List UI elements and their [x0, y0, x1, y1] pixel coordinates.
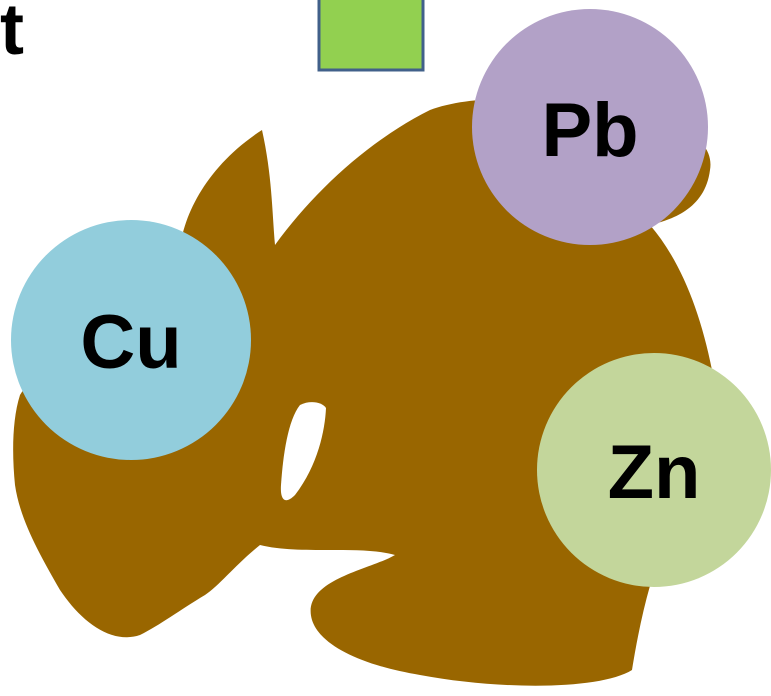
- green-square: [317, 0, 425, 72]
- metal-pb-label: Pb: [541, 88, 638, 173]
- metal-pb-circle: [472, 9, 708, 245]
- heading-fragment: t: [0, 0, 24, 70]
- metal-cu-circle: [11, 220, 251, 460]
- metal-zn: Zn: [537, 353, 771, 587]
- metal-zn-circle: [537, 353, 771, 587]
- metal-cu: Cu: [11, 220, 251, 460]
- metal-zn-label: Zn: [608, 430, 701, 515]
- metal-pb: Pb: [472, 9, 708, 245]
- ore-body-notch: [280, 402, 326, 501]
- metal-cu-label: Cu: [80, 300, 181, 385]
